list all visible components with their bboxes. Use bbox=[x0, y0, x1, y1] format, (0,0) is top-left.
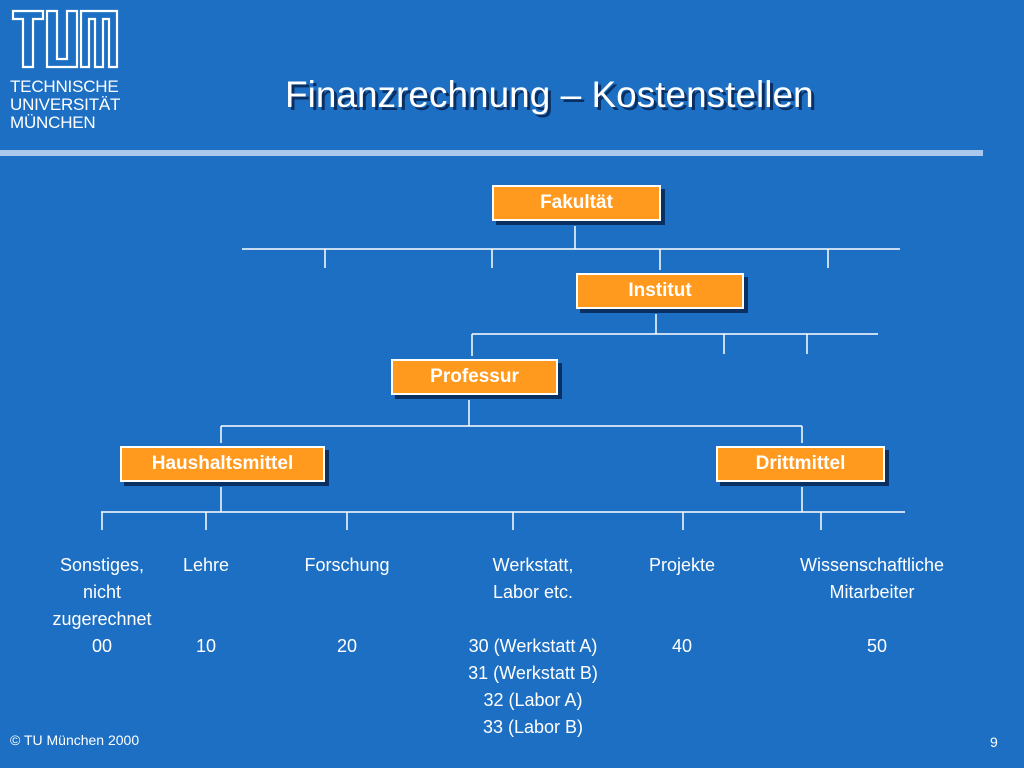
leaf-mitarbeiter: Wissenschaftliche Mitarbeiter 50 bbox=[772, 552, 972, 660]
university-name: TECHNISCHE UNIVERSITÄT MÜNCHEN bbox=[10, 78, 125, 132]
leaf-label: Sonstiges, nicht zugerechnet bbox=[52, 555, 152, 629]
leaf-code: 50 bbox=[866, 636, 888, 656]
node-haushaltsmittel: Haushaltsmittel bbox=[120, 446, 325, 482]
tum-logo-icon bbox=[11, 9, 119, 69]
leaf-lehre: Lehre 10 bbox=[156, 552, 256, 660]
leaf-code: 40 bbox=[671, 636, 693, 656]
leaf-projekte: Projekte 40 bbox=[627, 552, 737, 660]
logo-line: TECHNISCHE bbox=[10, 77, 119, 96]
leaf-label: Projekte bbox=[648, 555, 716, 575]
node-fakultaet: Fakultät bbox=[492, 185, 661, 221]
leaf-label: Forschung bbox=[304, 555, 390, 575]
slide-title: Finanzrechnung – Kostenstellen bbox=[285, 74, 814, 115]
leaf-label: Wissenschaftliche Mitarbeiter bbox=[799, 555, 945, 602]
leaf-werkstatt: Werkstatt, Labor etc. 30 (Werkstatt A) 3… bbox=[433, 552, 633, 741]
leaf-forschung: Forschung 20 bbox=[282, 552, 412, 660]
copyright: © TU München 2000 bbox=[10, 732, 140, 748]
leaf-label: Werkstatt, Labor etc. bbox=[492, 555, 574, 602]
leaf-sonstiges: Sonstiges, nicht zugerechnet 00 bbox=[32, 552, 172, 660]
leaf-code: 00 bbox=[91, 636, 113, 656]
page-number: 9 bbox=[990, 734, 998, 750]
leaf-code: 30 (Werkstatt A) 31 (Werkstatt B) 32 (La… bbox=[468, 636, 598, 737]
leaf-label: Lehre bbox=[182, 555, 230, 575]
node-drittmittel: Drittmittel bbox=[716, 446, 885, 482]
leaf-code: 10 bbox=[195, 636, 217, 656]
logo-line: MÜNCHEN bbox=[10, 113, 96, 132]
logo-line: UNIVERSITÄT bbox=[10, 95, 121, 114]
node-institut: Institut bbox=[576, 273, 744, 309]
leaf-code: 20 bbox=[336, 636, 358, 656]
title-divider bbox=[0, 150, 983, 156]
node-professur: Professur bbox=[391, 359, 558, 395]
